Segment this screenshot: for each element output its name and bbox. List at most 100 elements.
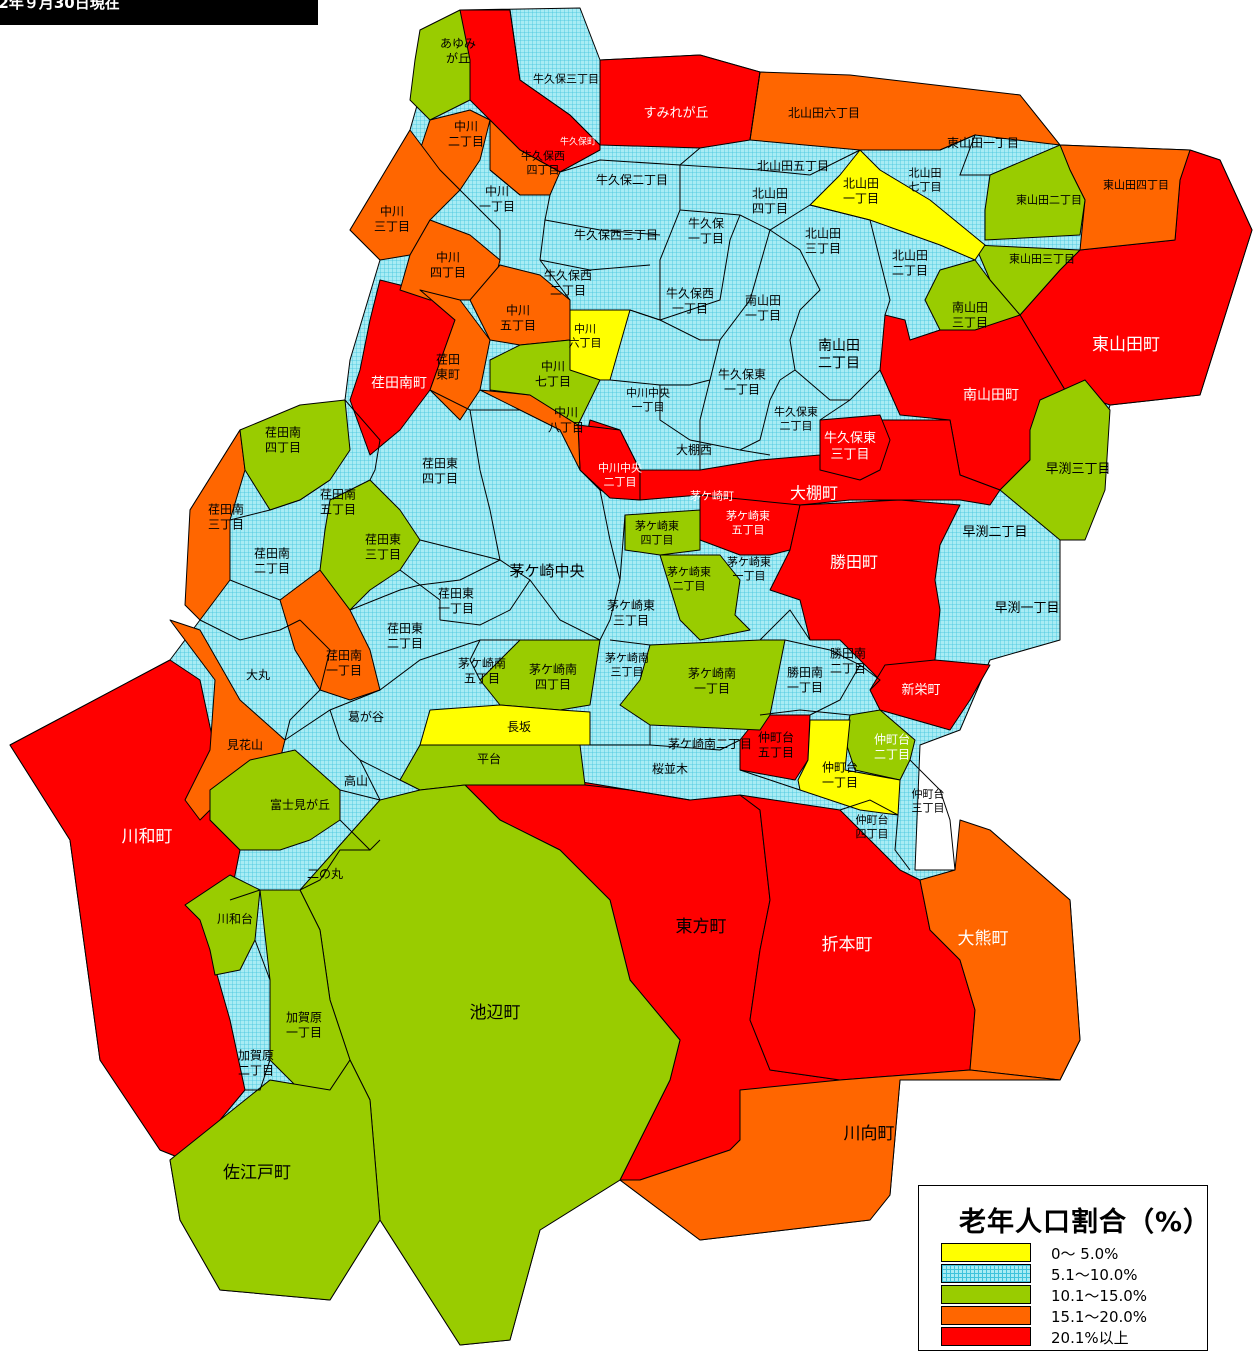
legend-item: 5.1～10.0%: [941, 1263, 1201, 1285]
district-label: 茅ケ崎南五丁目: [458, 655, 506, 685]
region-etahigashi-3: [319, 479, 421, 611]
legend-swatch: [941, 1327, 1031, 1346]
district-label: 牛久保西三丁目: [574, 227, 658, 242]
district-label: 中川七丁目: [535, 358, 571, 388]
legend-label: 5.1～10.0%: [1051, 1266, 1138, 1284]
district-label: 勝田南一丁目: [787, 664, 823, 694]
district-label: 見花山: [227, 737, 263, 752]
district-label: 北山田五丁目: [757, 159, 829, 173]
region-saedo-town: [169, 1059, 381, 1301]
district-label: 中川五丁目: [500, 302, 536, 332]
district-label: 茅ケ崎南四丁目: [529, 661, 577, 691]
district-label: 茅ケ崎東一丁目: [727, 555, 771, 583]
legend-swatch: [941, 1285, 1031, 1304]
region-minamiyamada-3: [924, 259, 1021, 331]
district-label: 大丸: [246, 668, 270, 682]
district-label: 佐江戸町: [223, 1163, 291, 1183]
district-label: 南山田町: [963, 388, 1019, 404]
district-label: 大棚西: [676, 442, 712, 457]
district-label: 長坂: [507, 720, 531, 734]
legend-item: 15.1～20.0%: [941, 1305, 1201, 1327]
district-label: 桜並木: [652, 762, 688, 776]
district-label: 牛久保一丁目: [688, 215, 724, 245]
region-nakamachidai-1: [797, 719, 901, 816]
district-label: 新栄町: [901, 682, 940, 698]
district-label: 仲町台二丁目: [874, 731, 910, 761]
district-label: 茅ケ崎南一丁目: [688, 665, 736, 695]
district-label: あゆみが丘: [440, 36, 476, 65]
region-okuma-town: [919, 819, 1081, 1081]
region-higashiyamada-2: [984, 144, 1086, 241]
legend-label: 10.1～15.0%: [1051, 1287, 1148, 1305]
district-label: 荏田南三丁目: [208, 501, 244, 531]
region-kawawa-town: [9, 659, 246, 1171]
legend-label: 20.1%以上: [1051, 1329, 1129, 1347]
region-kitayamada-1: [809, 149, 986, 261]
district-label: 牛久保東二丁目: [774, 405, 818, 433]
district-label: 荏田南五丁目: [320, 486, 356, 516]
district-label: 南山田一丁目: [745, 292, 781, 322]
district-label: 早渕三丁目: [1045, 462, 1110, 477]
legend-item: 20.1%以上: [941, 1326, 1201, 1348]
district-label: 荏田南一丁目: [326, 647, 362, 677]
region-higashiyamada-3: [974, 244, 1081, 316]
legend-swatch: [941, 1306, 1031, 1325]
district-label: 富士見が丘: [270, 797, 330, 812]
district-label: 中川六丁目: [569, 323, 602, 350]
district-label: 荏田東四丁目: [422, 456, 458, 485]
district-label: 牛久保町: [560, 136, 596, 148]
district-label: 中川八丁目: [548, 404, 584, 434]
district-label: 葛が谷: [348, 709, 384, 724]
district-label: 大棚町: [790, 483, 838, 502]
district-label: 荏田南二丁目: [254, 545, 290, 575]
region-chigasakihigashi-2: [659, 554, 751, 641]
region-nagasaka: [419, 704, 591, 746]
district-label: 北山田一丁目: [843, 176, 879, 205]
region-fujimigaoka: [209, 749, 341, 851]
date-header: 22年９月30日現在: [0, 0, 318, 25]
district-label: 中川三丁目: [374, 203, 410, 233]
district-label: 荏田南町: [371, 376, 427, 392]
legend: 老年人口割合（%） 0～ 5.0% 5.1～10.0% 10.1～15.0% 1…: [918, 1185, 1210, 1351]
district-label: 仲町台一丁目: [822, 759, 858, 789]
district-label: 早渕一丁目: [994, 601, 1059, 616]
region-sumiregaoka: [599, 54, 761, 149]
district-label: 茅ケ崎東三丁目: [607, 598, 655, 627]
district-label: 牛久保東一丁目: [718, 366, 766, 396]
district-label: 北山田六丁目: [788, 106, 860, 120]
region-chigasakiminami-1: [619, 639, 786, 731]
district-label: 折本町: [822, 935, 873, 955]
district-label: 東方町: [676, 917, 727, 937]
district-label: 荏田南四丁目: [265, 424, 301, 454]
district-label: 北山田三丁目: [805, 226, 841, 255]
region-kawamukai-town: [619, 1069, 1061, 1241]
region-shinei-town: [869, 659, 991, 731]
region-hayabuchi-3: [999, 379, 1111, 541]
district-label: 東山田三丁目: [1009, 252, 1075, 265]
legend-swatch: [941, 1264, 1031, 1283]
district-label: 大熊町: [958, 929, 1009, 949]
region-ayumigaoka: [409, 9, 471, 121]
region-heidai: [399, 744, 586, 791]
district-label: 仲町台四丁目: [856, 813, 889, 841]
district-label: 南山田二丁目: [818, 338, 860, 372]
district-label: 北山田二丁目: [892, 248, 928, 277]
district-label: 勝田町: [830, 552, 878, 571]
district-label: 仲町台三丁目: [912, 787, 945, 815]
district-label: 早渕二丁目: [962, 525, 1027, 540]
region-nakagawa-6: [569, 309, 631, 381]
legend-label: 15.1～20.0%: [1051, 1308, 1148, 1326]
district-label: 茅ケ崎東二丁目: [667, 565, 711, 593]
district-label: 茅ケ崎南二丁目: [668, 736, 752, 751]
district-label: 牛久保三丁目: [533, 71, 599, 85]
district-label: 加賀原二丁目: [238, 1048, 274, 1077]
district-label: 平台: [477, 751, 501, 766]
district-label: 南山田三丁目: [952, 299, 988, 329]
district-label: 茅ケ崎町: [690, 488, 734, 502]
region-etahigashi-town: [419, 289, 491, 421]
district-label: 東山田一丁目: [947, 136, 1019, 150]
region-kawawadai: [184, 874, 261, 976]
district-label: 茅ケ崎中央: [509, 562, 584, 580]
district-label: 東山田二丁目: [1016, 193, 1082, 206]
